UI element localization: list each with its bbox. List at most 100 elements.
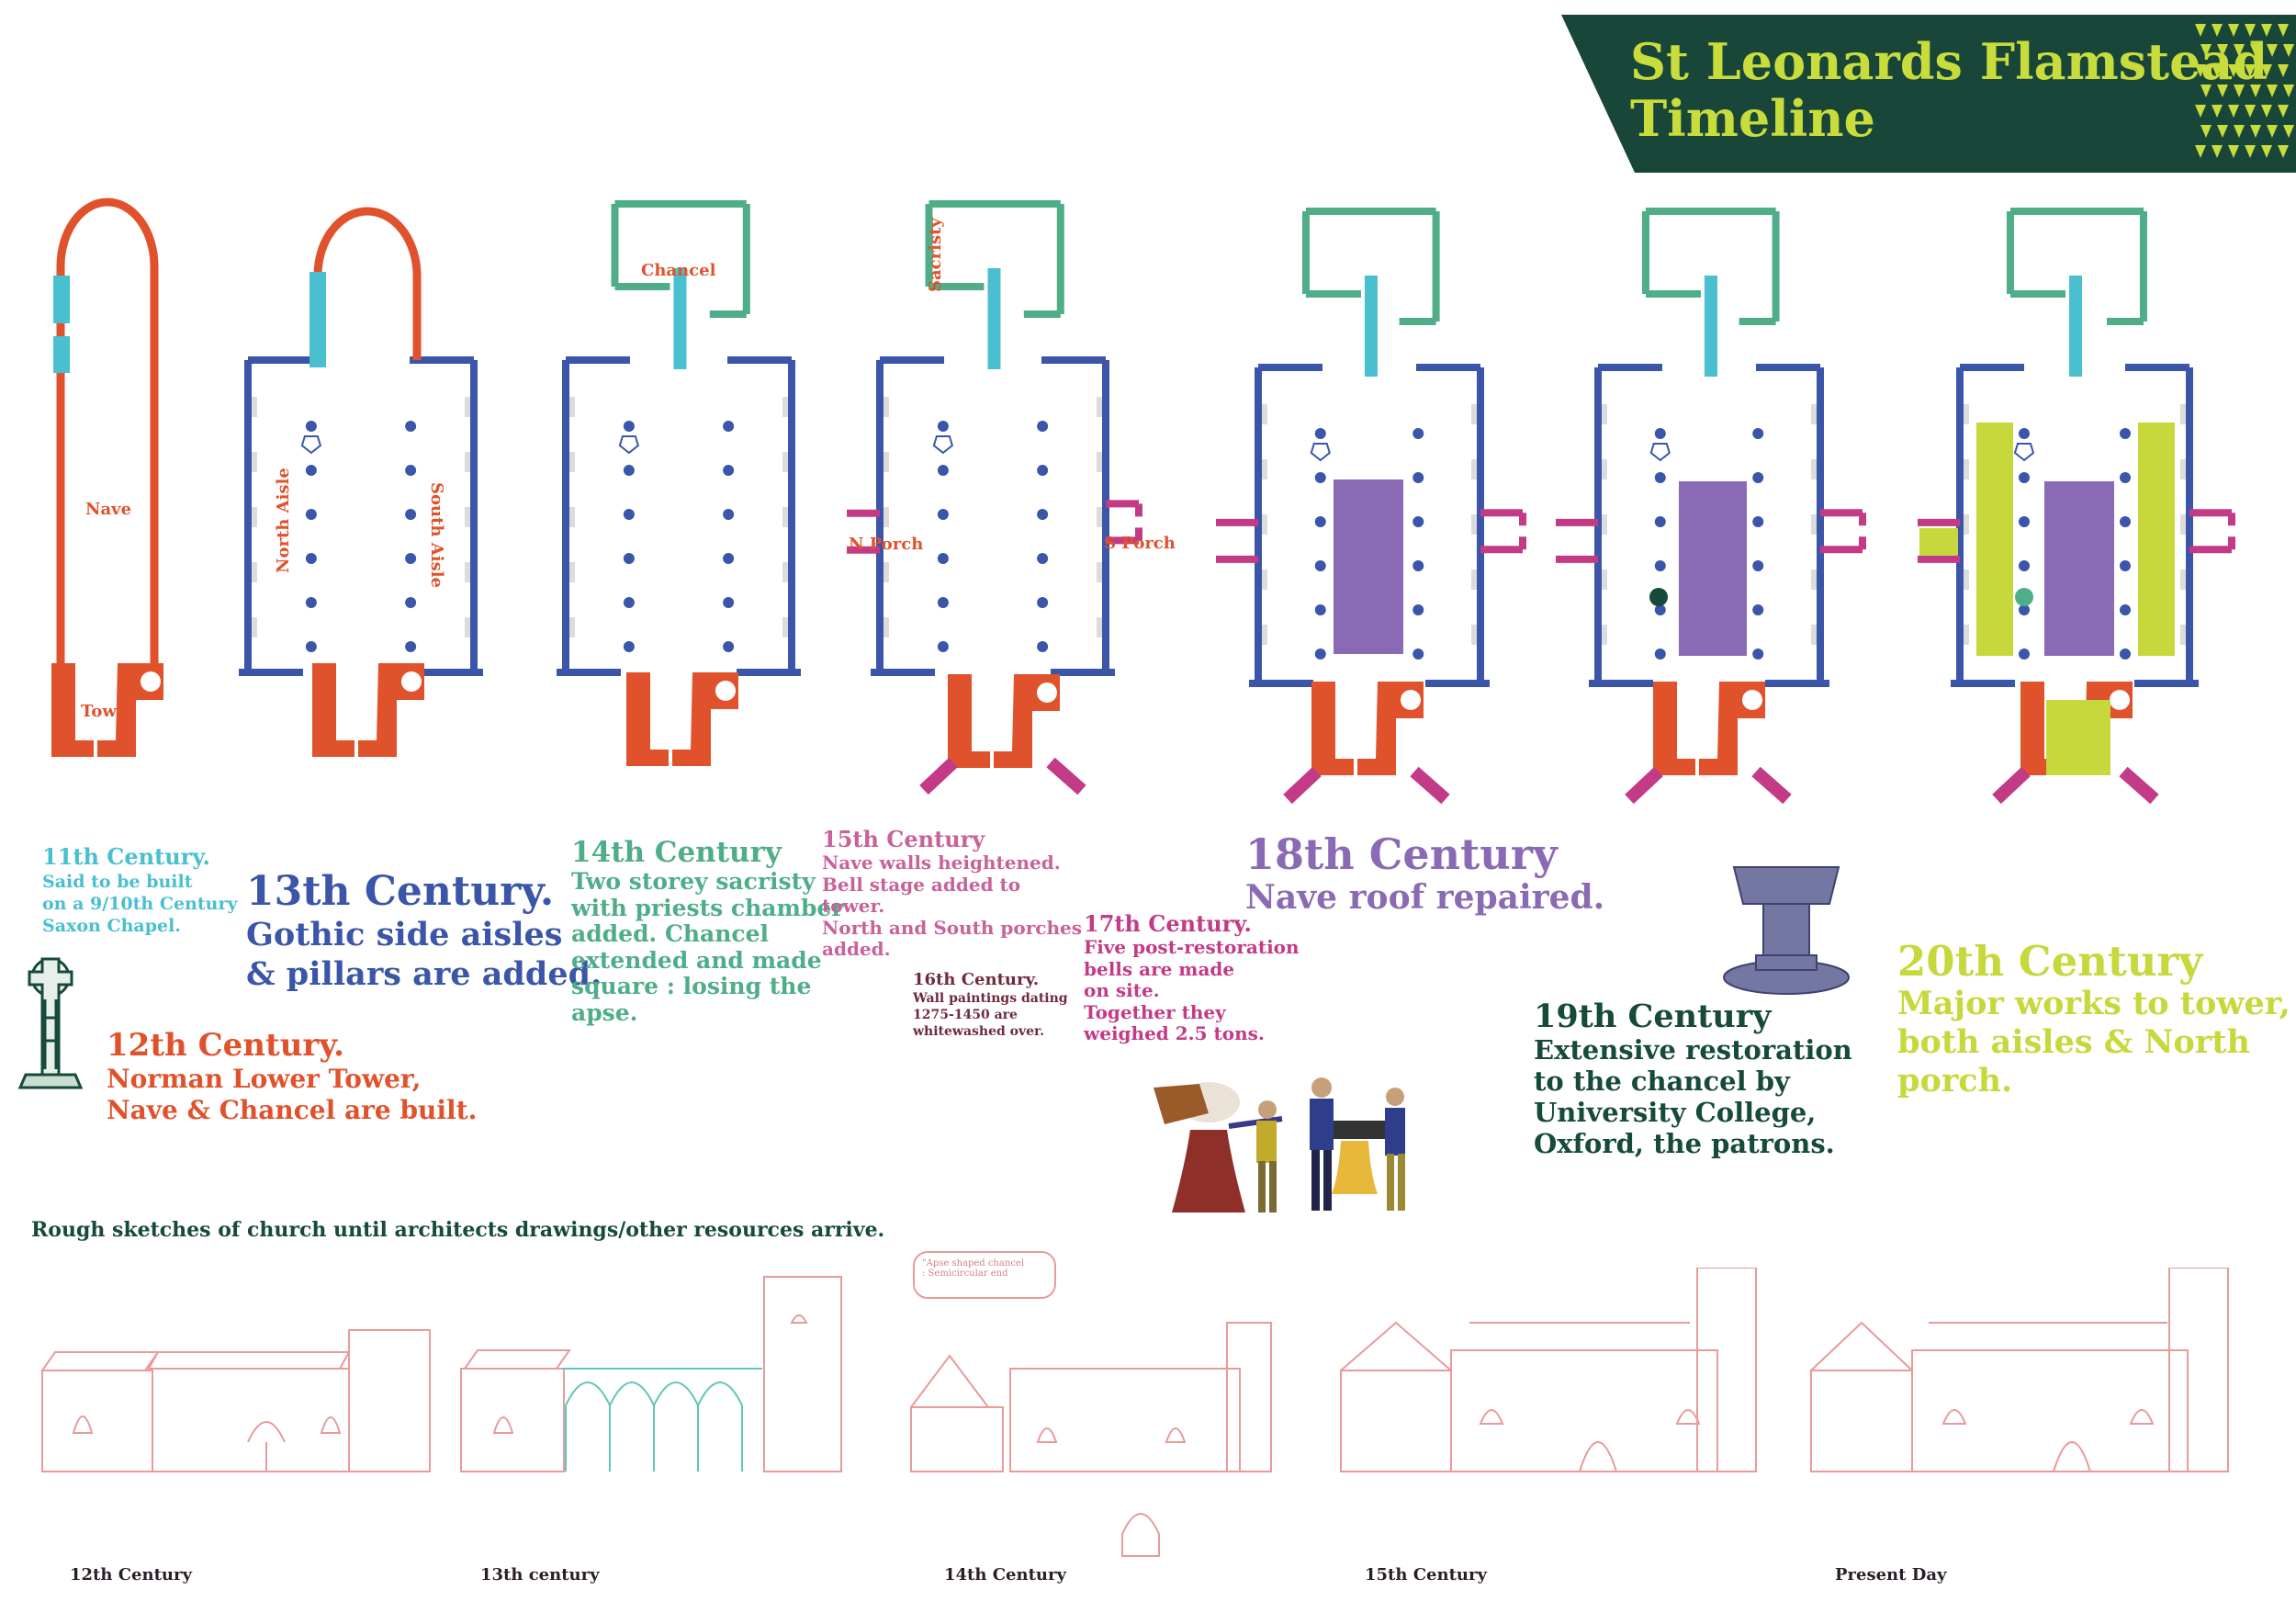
plan-6-window <box>1811 514 1817 535</box>
plan-4-pillar <box>937 553 949 564</box>
plan-5-tower <box>1311 682 1424 775</box>
plan-7-north-aisle <box>1976 423 2013 656</box>
era-line: 1275-1450 are <box>913 1008 1018 1022</box>
plan-4-window <box>1097 507 1102 527</box>
era-heading: 15th Century <box>822 826 985 852</box>
saxon-cross-icon <box>17 957 84 1089</box>
plan-2-pillar <box>305 465 317 476</box>
plan-3-font-icon <box>618 435 640 455</box>
plan-6-pillar <box>1752 648 1764 660</box>
era-heading: 18th Century <box>1245 829 1558 879</box>
era-line: extended and made <box>571 946 822 974</box>
plan-6-pillar <box>1654 472 1666 483</box>
plan-3-window <box>569 452 575 472</box>
sketch-label-13th: 13th century <box>480 1565 600 1585</box>
plan-7-tower-infill <box>2046 700 2110 775</box>
plan-5-window <box>1471 514 1477 535</box>
tower-stair <box>2110 690 2130 710</box>
plan-4-pillar <box>937 641 949 652</box>
s-porch-label: S Porch <box>1104 534 1176 553</box>
era-line: Said to be built <box>42 872 193 892</box>
plan-2-window <box>465 562 470 582</box>
plan-4-pillar <box>1037 465 1049 476</box>
sacristy-label: Sacristy <box>926 218 945 292</box>
tower-west-wall <box>1311 682 1354 775</box>
plan-7-pillar <box>2019 604 2030 615</box>
chancel-label: Chancel <box>641 261 716 280</box>
plan-7-pillar <box>2019 648 2030 660</box>
tower-stair <box>141 671 161 692</box>
plan-7-window <box>1964 404 1969 424</box>
plan-7-pillar <box>2120 516 2131 527</box>
era-line: whitewashed over. <box>913 1024 1045 1039</box>
plan-7-pillar <box>2120 648 2131 660</box>
bell-casting-illustration <box>1154 1077 1405 1212</box>
plan-7-window <box>1964 625 1969 645</box>
plan-7-window <box>2180 625 2186 645</box>
plan-5-font-icon <box>1310 443 1331 462</box>
plan-5-pillar <box>1314 472 1326 483</box>
plan-7-pillar <box>2120 428 2131 439</box>
plan-4-window <box>1097 562 1102 582</box>
era-line: both aisles & North <box>1897 1023 2250 1061</box>
plan-7-south-aisle <box>2138 423 2175 656</box>
tower-stair <box>715 681 736 701</box>
plan-5-pillar <box>1412 560 1424 571</box>
era-line: Together they <box>1084 1000 1226 1023</box>
plan-5-chancel-arch <box>1364 276 1378 377</box>
plan-5-window <box>1471 570 1477 590</box>
tower-stair <box>401 671 422 692</box>
plan-6-pillar <box>1752 428 1764 439</box>
era-line: University College, <box>1534 1097 1817 1128</box>
plan-6-window <box>1602 625 1607 645</box>
plan-5-window <box>1471 625 1477 645</box>
era-line: Gothic side aisles <box>246 916 563 953</box>
plan-6-font-icon <box>1649 443 1671 462</box>
era-heading: 19th Century <box>1534 998 1772 1035</box>
plan-4-pillar <box>937 465 949 476</box>
sketch-present-day <box>1810 1268 2229 1472</box>
plan-2-tower <box>312 663 424 757</box>
plan-7-window <box>1964 570 1969 590</box>
plan-2-pillar <box>305 421 317 432</box>
era-line: on a 9/10th Century <box>42 894 238 914</box>
sketch-note: Rough sketches of church until architect… <box>31 1218 885 1242</box>
plan-5-window <box>1262 514 1267 535</box>
era-line: Major works to tower, <box>1897 985 2290 1022</box>
triangle-pattern <box>2195 24 2294 158</box>
era-line: Bell stage added to <box>822 873 1021 896</box>
plan-7-chancel-arch <box>2069 276 2082 377</box>
bubble-line: "Apse shaped chancel <box>922 1258 1025 1269</box>
era-line: with priests chamber <box>571 894 844 921</box>
plan-2-pillar <box>305 641 317 652</box>
plan-7-window <box>2180 570 2186 590</box>
plan-7-window <box>2180 404 2186 424</box>
elevation-sketches <box>40 1268 2229 1557</box>
plan-7-buttress <box>2119 766 2159 805</box>
plan-2-window <box>465 507 470 527</box>
bubble-line: : Semicircular end <box>922 1269 1008 1279</box>
era-line: porch. <box>1897 1062 2013 1100</box>
plan-4-window <box>884 507 889 527</box>
plan-1-tower <box>51 663 163 757</box>
plan-3-pillar <box>723 509 735 520</box>
plan-3-pillar <box>723 597 735 608</box>
plan-6-pillar <box>1752 472 1764 483</box>
plan-4-buttress <box>919 757 958 795</box>
era-line: on site. <box>1084 979 1160 1001</box>
plan-2-apse <box>313 207 422 360</box>
era-14th-century: 14th Century Two storey sacristy with pr… <box>571 836 844 1026</box>
plan-6-nave-roof <box>1679 481 1747 656</box>
era-line: Extensive restoration <box>1534 1034 1852 1066</box>
plan-6-window <box>1602 404 1607 424</box>
plan-3-window <box>569 397 575 417</box>
plan-2-pillar <box>305 553 317 564</box>
era-heading: 11th Century. <box>42 843 210 870</box>
plan-7-pillar <box>2019 428 2030 439</box>
plan-7-window <box>1964 459 1969 479</box>
plan-6-pillar <box>1752 516 1764 527</box>
plan-7-pillar <box>2120 604 2131 615</box>
title-banner <box>1561 15 2296 173</box>
plan-3-window <box>569 507 575 527</box>
plan-2-pillar <box>305 597 317 608</box>
